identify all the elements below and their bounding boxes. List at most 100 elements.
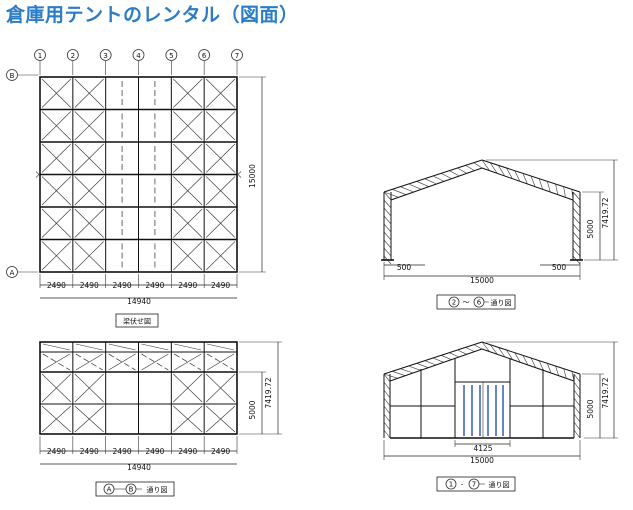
grid-column-marker	[165, 49, 178, 61]
end-rafter-lacing	[563, 368, 567, 379]
plan-frame	[35, 76, 266, 273]
end-door-width-label: 4125	[473, 444, 492, 453]
side-roof-purlin	[42, 353, 71, 371]
frame-rafter-lacing	[563, 186, 566, 198]
end-rafter-lacing	[408, 365, 421, 371]
side-wall-brace	[173, 373, 203, 403]
end-rafter-lacing	[547, 363, 552, 374]
grid-column-marker	[198, 49, 211, 61]
frame-leg-lacing	[383, 199, 392, 209]
frame-caption-to: 6	[477, 299, 482, 307]
frame-leg-lacing	[572, 247, 581, 257]
end-rafter-lacing	[481, 341, 490, 352]
side-roof-brace	[108, 353, 136, 371]
plan-brace	[74, 241, 104, 271]
side-bay-width-label: 2490	[211, 447, 230, 456]
frame-left-offset-label: 500	[397, 263, 412, 272]
side-wall-brace	[74, 373, 104, 403]
side-wall-brace	[41, 373, 72, 403]
plan-bay-width-label: 2490	[145, 281, 164, 290]
plan-brace	[74, 111, 104, 141]
frame-caption-from: 2	[452, 299, 456, 307]
grid-column-label: 2	[71, 52, 75, 60]
end-leg-lacing	[573, 413, 581, 423]
end-rafter-lacing	[514, 352, 521, 363]
frame-caption-sep: ～	[463, 299, 470, 307]
side-roof-purlin	[141, 353, 169, 371]
plan-brace	[74, 143, 104, 173]
grid-column-label: 6	[202, 52, 207, 60]
plan-bay-width-label: 2490	[178, 281, 197, 290]
side-caption-from: A	[107, 486, 112, 494]
side-bay-width-label: 2490	[145, 447, 164, 456]
end-leg-lacing	[573, 397, 581, 407]
side-bay-width-label: 2490	[80, 447, 99, 456]
frame-leg-lacing	[383, 207, 392, 217]
frame-rafter-lacing	[538, 178, 543, 190]
grid-column-marker	[66, 49, 79, 61]
frame-rafter-lacing	[400, 186, 414, 193]
grid-column-label: 7	[235, 52, 239, 60]
side-elevation-frame	[39, 341, 282, 435]
grid-column-label: 1	[38, 52, 42, 60]
frame-leg-lacing	[383, 247, 392, 257]
grid-column-marker	[34, 49, 46, 61]
frame-leg-lacing	[383, 223, 392, 233]
end-rafter-lacing	[522, 355, 529, 366]
end-ridge-height-label: 7419.72	[601, 377, 610, 408]
frame-rafter-lacing	[408, 183, 422, 190]
plan-caption: 梁伏せ図	[123, 317, 151, 326]
plan-brace	[205, 176, 236, 206]
end-leg-lacing	[573, 429, 581, 439]
frame-rafter-lacing	[465, 165, 475, 171]
side-roof-brace	[75, 343, 103, 351]
plan-brace	[173, 208, 203, 238]
frame-leg-lacing	[572, 223, 581, 233]
frame-leg-lacing	[572, 191, 581, 201]
end-leg-lacing	[383, 413, 391, 423]
frame-rafter-lacing	[441, 173, 452, 179]
end-leg-lacing	[573, 421, 581, 431]
plan-brace	[173, 111, 203, 141]
plan-bay-width-label: 2490	[211, 281, 230, 290]
frame-leg-lacing	[572, 231, 581, 241]
plan-brace	[41, 143, 72, 173]
end-caption-from: 1	[449, 481, 453, 489]
plan-brace	[173, 78, 203, 108]
side-eave-height-label: 5000	[248, 400, 257, 419]
grid-row-marker	[6, 69, 18, 81]
plan-brace	[41, 176, 72, 206]
plan-brace	[173, 241, 203, 271]
frame-leg-lacing	[572, 239, 581, 249]
side-roof-brace	[207, 343, 235, 351]
end-rafter-lacing	[489, 344, 498, 355]
side-roof-brace	[207, 353, 235, 371]
frame-rafter-lacing	[449, 170, 460, 177]
end-rafter-lacing	[530, 357, 536, 368]
end-leg-lacing	[573, 405, 581, 415]
side-wall-brace	[41, 405, 72, 433]
side-wall-brace	[205, 405, 236, 433]
grid-row-marker	[6, 266, 18, 278]
plan-depth-label: 15000	[248, 164, 257, 188]
plan-brace	[173, 176, 203, 206]
side-roof-brace	[42, 353, 70, 371]
side-bay-width-label: 2490	[47, 447, 66, 456]
grid-column-label: 5	[169, 52, 173, 60]
end-caption-sep: -	[461, 481, 464, 489]
side-roof-purlin	[206, 353, 235, 371]
frame-rafter-lacing	[392, 189, 407, 195]
side-caption: A B 通り図	[95, 481, 175, 497]
plan-brace	[74, 208, 104, 238]
frame-rafter-lacing	[383, 191, 399, 198]
side-total-width-label: 14940	[127, 463, 151, 472]
frame-rafter-lacing	[489, 162, 498, 174]
side-roof-brace	[75, 353, 103, 371]
plan-brace	[41, 208, 72, 238]
end-rafter-lacing	[383, 373, 398, 379]
side-roof-purlin	[174, 353, 202, 371]
side-roof-purlin	[108, 353, 136, 371]
plan-row-markers: BA	[6, 69, 38, 278]
